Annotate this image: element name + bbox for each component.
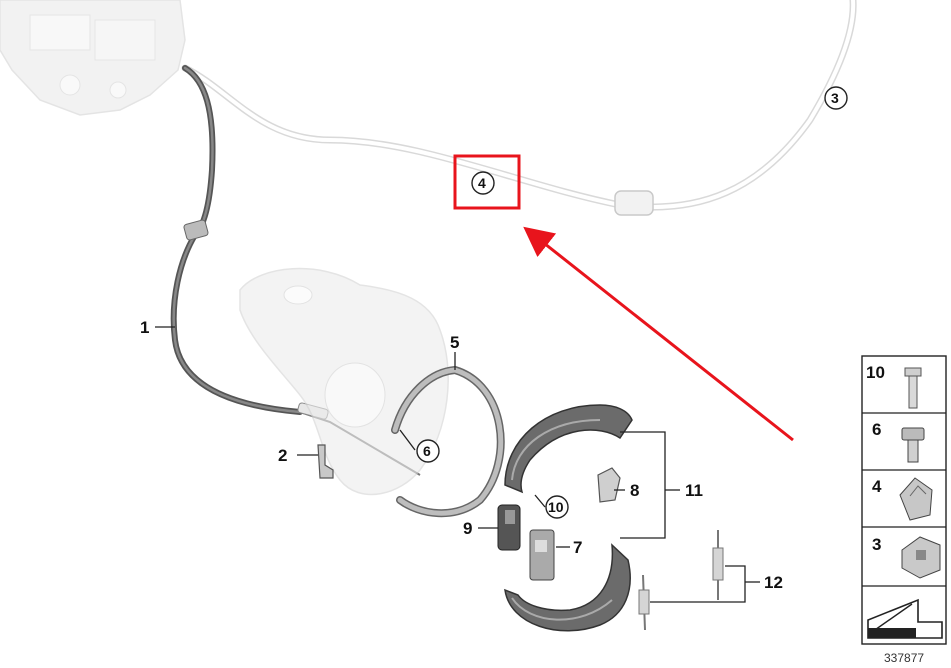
clip-icon [899,477,933,521]
legend-panel: 10 6 4 3 [861,355,947,645]
orientation-arrow-icon [867,598,943,639]
brake-cable-white [181,0,857,216]
callout-5: 5 [450,333,459,352]
spring-lower [638,574,650,631]
legend-number-6: 6 [872,420,881,439]
callout-7: 7 [573,538,582,557]
adjuster-screw-8 [597,467,621,503]
legend-number-4: 4 [872,477,882,496]
callout-8: 8 [630,481,639,500]
legend-number-3: 3 [872,535,881,554]
callout-4: 4 [478,175,486,191]
callout-6: 6 [423,443,431,459]
diagram-reference-number: 337877 [884,651,924,665]
hex-bolt-icon [901,427,925,463]
callout-12: 12 [764,573,783,592]
brake-shoe-upper [504,404,633,494]
expander-7 [529,529,555,581]
brake-shoe-lower [504,543,631,632]
highlight-arrow [523,226,794,442]
cable-bracket [317,444,334,479]
legend-number-10: 10 [866,363,885,382]
backing-plate [391,366,505,518]
parking-brake-actuator [0,0,186,116]
callout-3: 3 [831,90,839,106]
callout-2: 2 [278,446,287,465]
cable-sleeve [614,190,654,216]
leader-lines [155,326,760,603]
callout-9: 9 [463,519,472,538]
callout-10: 10 [548,499,564,515]
bolt-icon [904,367,922,409]
adjuster-9 [497,504,521,551]
wheel-carrier [239,267,449,496]
callout-1: 1 [140,318,149,337]
nut-clip-icon [901,536,941,579]
spring-upper [712,530,724,600]
callout-11: 11 [685,481,703,500]
highlight-box [453,154,521,210]
